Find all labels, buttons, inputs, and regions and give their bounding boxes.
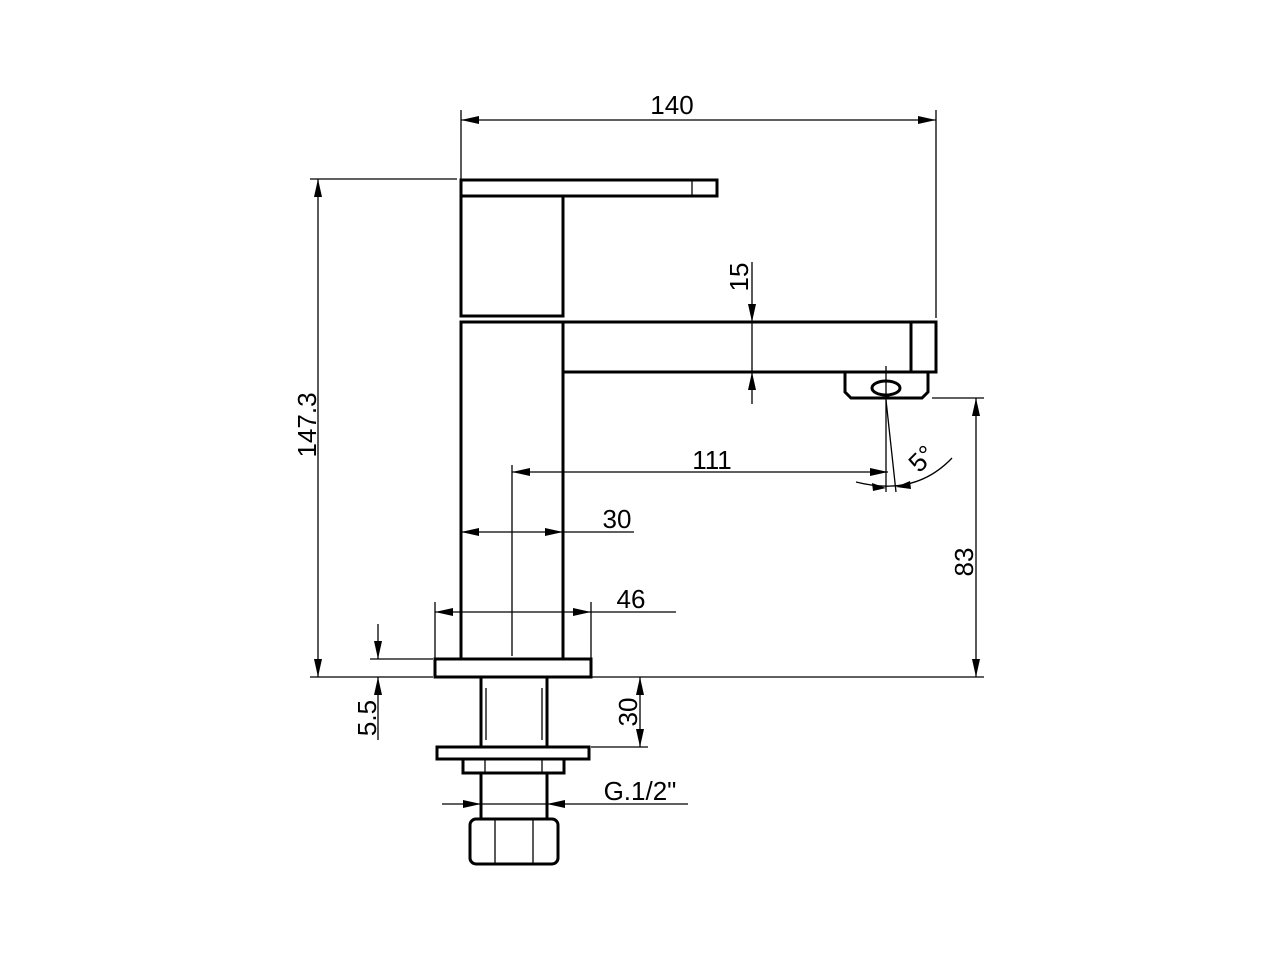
dim-body-width-label: 30 — [603, 504, 632, 534]
threaded-tail — [479, 771, 549, 821]
base-flange — [433, 657, 593, 679]
dim-spout-height-label: 83 — [949, 548, 979, 577]
dim-overall-height-label: 147.3 — [292, 392, 322, 457]
lock-plate — [435, 745, 591, 761]
handle-block — [459, 194, 565, 318]
dimension-labels: 140 147.3 15 111 5° 83 30 46 5.5 30 G.1/… — [292, 90, 979, 806]
spout-tip — [909, 320, 938, 374]
connector-nut — [468, 817, 560, 866]
dim-base-width-label: 46 — [617, 584, 646, 614]
dim-thread-label: G.1/2" — [604, 776, 677, 806]
dim-base-thickness-label: 5.5 — [352, 700, 382, 736]
spout — [561, 320, 938, 374]
faucet-outline — [433, 178, 938, 866]
handle-lever — [459, 178, 719, 198]
dim-shank-length-label: 30 — [613, 698, 643, 727]
lock-nut — [461, 757, 566, 775]
shank — [479, 675, 549, 749]
dimension-lines — [310, 110, 984, 808]
dim-spout-thickness-label: 15 — [724, 263, 754, 292]
dim-overall-width-label: 140 — [650, 90, 693, 120]
dim-spout-reach-label: 111 — [692, 445, 732, 475]
